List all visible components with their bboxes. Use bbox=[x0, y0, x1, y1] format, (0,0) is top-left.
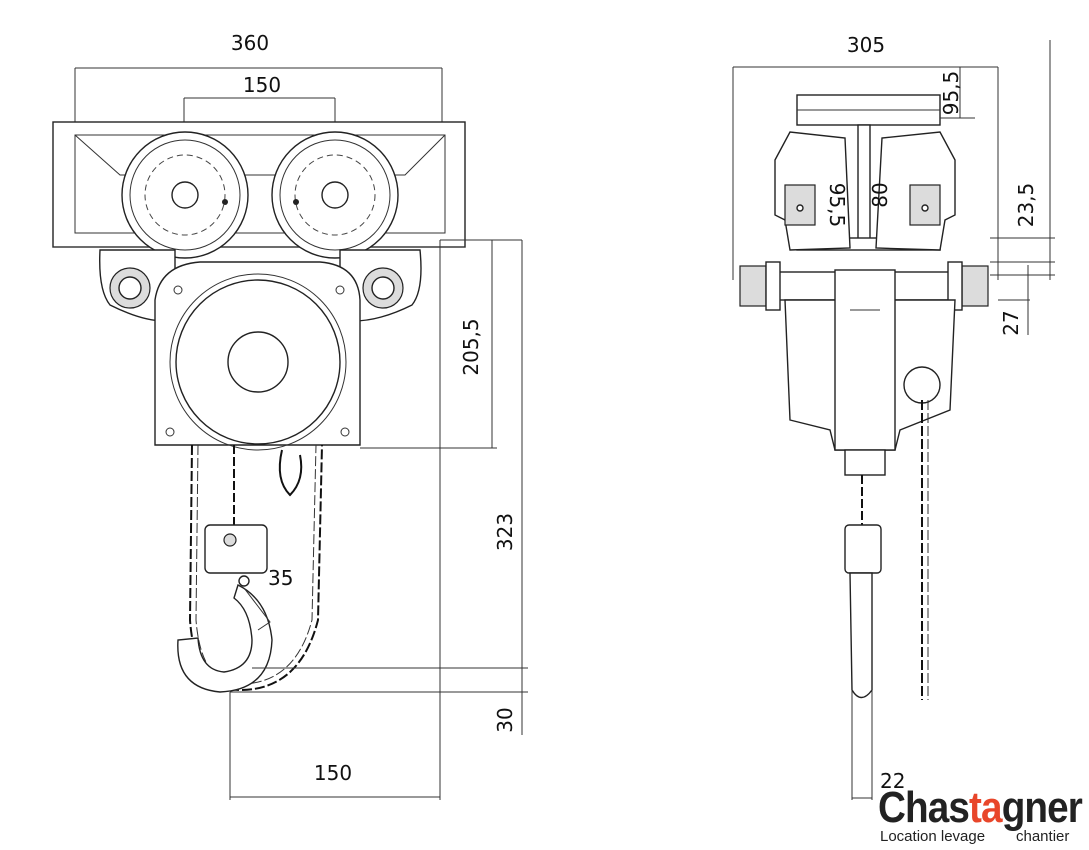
logo-tagline-right: chantier bbox=[1016, 828, 1069, 845]
dim-height-lower: 323 30 bbox=[230, 240, 528, 800]
dim-label-80: 80 bbox=[868, 182, 892, 207]
hoist-body-side bbox=[784, 269, 956, 476]
dim-label-27: 27 bbox=[999, 310, 1023, 335]
hook bbox=[177, 584, 273, 693]
trolley-frame bbox=[52, 121, 466, 248]
dim-label-30: 30 bbox=[493, 707, 517, 732]
side-plate-left bbox=[774, 131, 851, 251]
front-view: 360 150 bbox=[52, 31, 528, 800]
dim-label-323: 323 bbox=[493, 513, 517, 551]
beam bbox=[796, 94, 941, 251]
dim-label-22: 22 bbox=[880, 769, 905, 793]
side-view: 305 bbox=[732, 33, 1055, 800]
hoist-body bbox=[154, 261, 361, 451]
dim-height-upper: 205,5 bbox=[360, 239, 522, 449]
trolley-wheel-left bbox=[121, 131, 249, 259]
dim-label-95-5-top: 95,5 bbox=[939, 71, 963, 116]
logo-tagline-left: Location levage bbox=[880, 828, 985, 845]
dim-bottom-width: 150 bbox=[229, 692, 440, 800]
dim-label-95-5-inner: 95,5 bbox=[825, 183, 849, 228]
dim-right-offsets: 23,5 27 bbox=[990, 40, 1055, 336]
dim-total-width-side: 305 bbox=[732, 33, 999, 280]
dim-label-305: 305 bbox=[847, 33, 885, 57]
dim-label-150-bottom: 150 bbox=[314, 761, 352, 785]
dim-label-35: 35 bbox=[268, 566, 293, 590]
dim-flange-max: 95,5 bbox=[939, 67, 975, 119]
side-hand-chain bbox=[921, 400, 929, 700]
dim-total-width-front: 360 bbox=[74, 31, 443, 122]
dim-hook-22: 22 bbox=[851, 690, 905, 800]
chastagner-logo: Chastagner Location levage chantier bbox=[878, 783, 1084, 845]
dim-label-150-top: 150 bbox=[243, 73, 281, 97]
logo-name: Chastagner bbox=[878, 783, 1083, 832]
dim-label-23-5: 23,5 bbox=[1014, 183, 1038, 228]
dim-wheel-spacing: 150 bbox=[183, 73, 336, 135]
dim-label-205-5: 205,5 bbox=[459, 318, 483, 375]
side-load-chain bbox=[844, 475, 882, 699]
side-plate-right bbox=[875, 131, 956, 251]
dim-label-360: 360 bbox=[231, 31, 269, 55]
trolley-wheel-right bbox=[271, 131, 399, 259]
load-chain bbox=[233, 445, 303, 525]
hook-block bbox=[204, 524, 268, 587]
